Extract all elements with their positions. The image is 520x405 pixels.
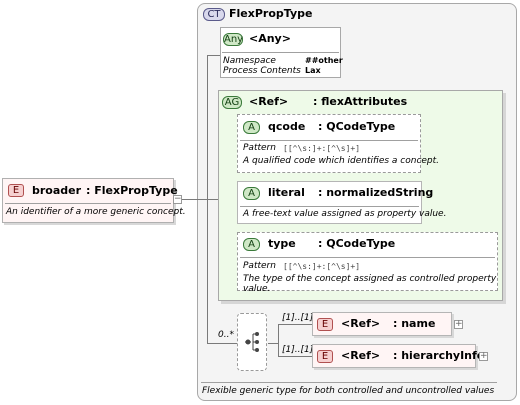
attribute-type-name: type <box>268 237 296 250</box>
attribute-group-name: : flexAttributes <box>313 95 408 108</box>
connector-to-any <box>207 55 221 56</box>
child-name-name: : name <box>393 317 436 330</box>
element-broader-separator <box>5 203 171 204</box>
child-name-occurs: [1]..[1] <box>282 313 314 323</box>
attribute-qcode-separator <box>240 140 418 141</box>
complex-type-badge: CT <box>203 8 225 21</box>
attribute-type-box[interactable] <box>237 232 498 291</box>
connector-seq-hierarchy <box>278 356 312 357</box>
child-name-ref: <Ref> <box>341 317 381 330</box>
collapse-toggle-icon[interactable]: − <box>173 194 182 204</box>
child-hierarchy-name: : hierarchyInfo <box>393 349 485 362</box>
attribute-qcode-box[interactable] <box>237 114 421 173</box>
any-badge: Any <box>223 33 244 46</box>
attribute-group-badge: AG <box>222 96 242 109</box>
attribute-literal-name: literal <box>268 186 305 199</box>
element-broader-name: broader <box>32 184 82 197</box>
complex-type-annotation: Flexible generic type for both controlle… <box>202 386 495 396</box>
any-process-value: Lax <box>305 66 321 75</box>
attribute-literal-type: : normalizedString <box>318 186 434 199</box>
attribute-type-doc: The type of the concept assigned as cont… <box>243 274 497 294</box>
expand-name-icon[interactable]: + <box>454 319 463 329</box>
connector-seq-trunk <box>278 324 279 356</box>
attribute-type-type: : QCodeType <box>318 237 396 250</box>
attribute-literal-separator <box>240 206 419 207</box>
child-hierarchy-ref: <Ref> <box>341 349 381 362</box>
child-element-name[interactable] <box>312 312 452 336</box>
element-broader-type: : FlexPropType <box>86 184 178 197</box>
attribute-qcode-type: : QCodeType <box>318 120 396 133</box>
child-name-badge: E <box>317 318 333 331</box>
attribute-group-ref: <Ref> <box>249 95 289 108</box>
child-hierarchy-badge: E <box>317 350 333 363</box>
attribute-literal-badge: A <box>243 187 260 200</box>
connector-seq-out <box>268 343 278 344</box>
attribute-literal-box[interactable] <box>237 181 422 224</box>
sequence-compositor[interactable] <box>237 313 267 371</box>
complex-type-name[interactable]: FlexPropType <box>229 7 313 20</box>
child-hierarchy-occurs: [1]..[1] <box>282 345 314 355</box>
any-namespace-label: Namespace <box>223 56 276 66</box>
connector-broader-to-group <box>177 199 207 200</box>
connector-to-sequence <box>207 343 237 344</box>
any-namespace-value: ##other <box>305 56 343 65</box>
child-element-hierarchyinfo[interactable] <box>312 344 476 368</box>
attribute-qcode-doc: A qualified code which identifies a conc… <box>243 156 440 166</box>
attribute-type-pattern-label: Pattern <box>243 261 276 271</box>
sequence-icon <box>245 332 259 352</box>
any-separator <box>222 52 339 53</box>
expand-hierarchyinfo-icon[interactable]: + <box>479 351 488 361</box>
attribute-qcode-pattern: [[^\s:]+:[^\s]+] <box>283 144 361 153</box>
attribute-qcode-name: qcode <box>268 120 306 133</box>
sequence-occurs: 0..* <box>218 330 234 340</box>
attribute-type-badge: A <box>243 238 260 251</box>
connector-to-attr-group <box>207 199 221 200</box>
attribute-type-separator <box>240 257 495 258</box>
complex-type-annotation-separator <box>201 382 497 383</box>
attribute-literal-doc: A free-text value assigned as property v… <box>243 209 447 219</box>
attribute-qcode-pattern-label: Pattern <box>243 143 276 153</box>
element-badge: E <box>8 184 24 197</box>
any-name: <Any> <box>249 32 291 45</box>
element-broader-doc: An identifier of a more generic concept. <box>6 207 186 217</box>
connector-seq-name <box>278 324 312 325</box>
attribute-type-pattern: [[^\s:]+:[^\s]+] <box>283 262 361 271</box>
attribute-qcode-badge: A <box>243 121 260 134</box>
any-process-label: Process Contents <box>223 66 301 76</box>
